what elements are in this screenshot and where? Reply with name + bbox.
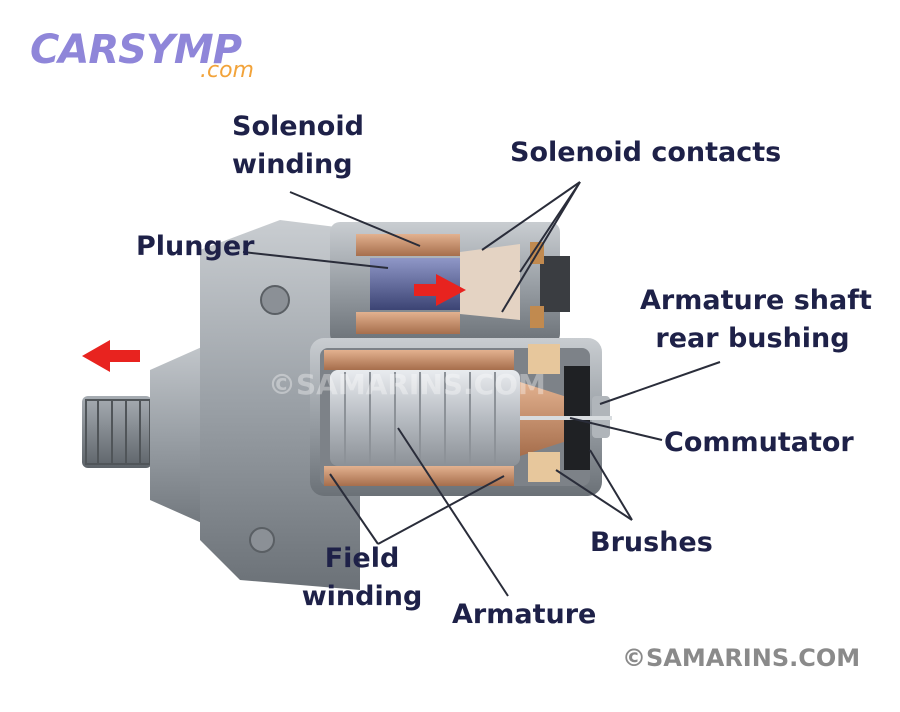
label-solenoid-winding-line1: Solenoid [232,111,364,142]
carsymp-logo: CARSYMP .com [30,27,254,83]
label-armature: Armature [452,599,597,630]
label-field-winding-line1: Field [324,543,400,574]
solenoid-contact-disc [460,244,520,320]
field-winding-lower [324,466,514,486]
pinion-direction-arrow [82,340,140,372]
label-commutator: Commutator [664,427,854,458]
label-solenoid-winding: Solenoid winding [232,108,364,184]
armature-core [330,370,520,466]
label-solenoid-winding-line2: winding [232,149,353,180]
label-armature-shaft-bushing: Armature shaft rear bushing [640,282,872,358]
leader-lines [242,181,721,597]
solenoid-winding-lower [356,312,460,334]
label-plunger: Plunger [136,231,255,262]
solenoid-winding-upper [356,234,460,256]
label-solenoid-contacts: Solenoid contacts [510,137,782,168]
plunger-direction-arrow [414,274,466,306]
label-field-winding-line2: winding [301,581,423,612]
brush-upper [528,344,560,374]
brush-lower [528,452,560,482]
label-armature-shaft-line2: rear bushing [655,323,850,354]
logo-sub-text: .com [200,58,254,83]
motor-housing [310,338,612,496]
drive-end-housing [82,220,360,590]
label-brushes: Brushes [590,527,713,558]
label-armature-shaft-line1: Armature shaft [640,285,872,316]
field-winding-upper [324,350,514,370]
logo-main-text: CARSYMP [30,27,242,73]
copyright-text: ©SAMARINS.COM [622,644,861,672]
label-field-winding: Field winding [298,540,426,616]
image-watermark: ©SAMARINS.COM [268,368,546,401]
